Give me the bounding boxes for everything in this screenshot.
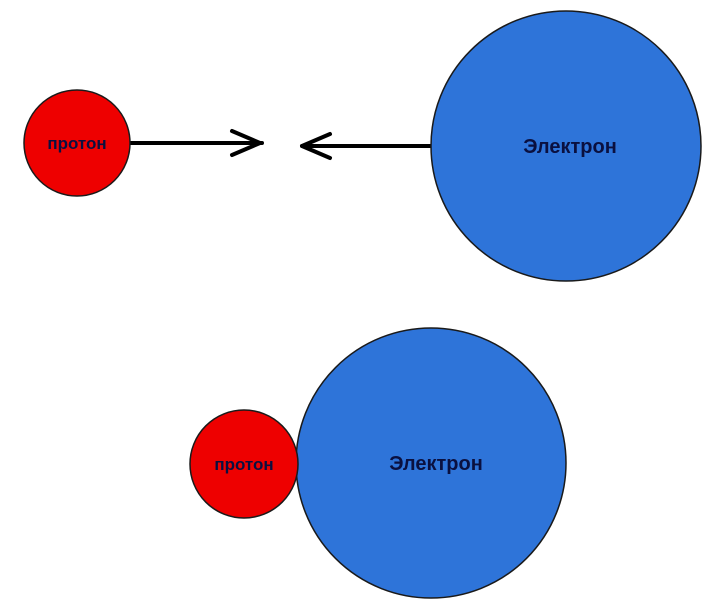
- top-scene: протон Электрон: [23, 10, 702, 282]
- arrow-right-icon: [230, 129, 262, 157]
- bottom-scene: протон Электрон: [189, 327, 567, 599]
- arrow-left-icon: [300, 132, 332, 160]
- electron-label-top: Электрон: [523, 136, 617, 158]
- proton-label-top: протон: [47, 134, 106, 153]
- proton-circle-top: [23, 89, 131, 197]
- electron-label-bottom: Электрон: [389, 453, 483, 475]
- electron-circle-top: [430, 10, 702, 282]
- proton-label-bottom: протон: [214, 455, 273, 474]
- proton-circle-bottom: [189, 409, 299, 519]
